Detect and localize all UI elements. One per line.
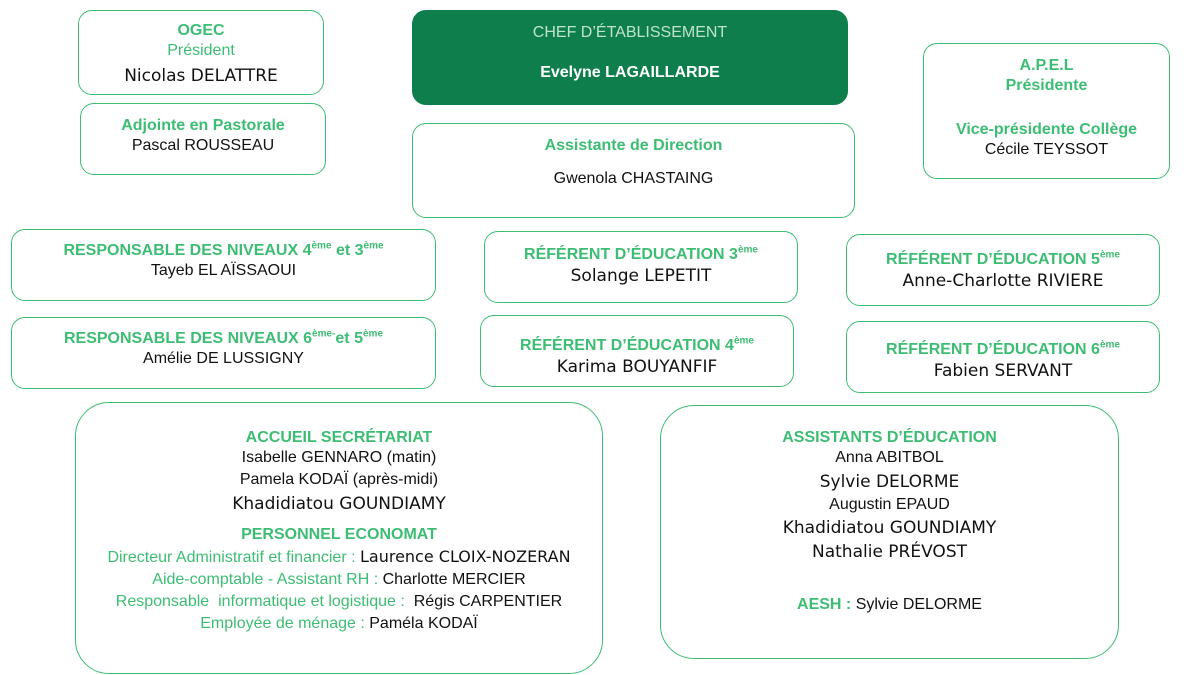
assistante-box: Assistante de Direction Gwenola CHASTAIN… — [412, 123, 855, 218]
ref5-name: Anne-Charlotte RIVIERE — [902, 271, 1104, 291]
apel-role2: Vice-présidente Collège — [955, 121, 1138, 138]
resp43-sup2: ème — [363, 240, 384, 252]
assistants-title: ASSISTANTS D’ÉDUCATION — [782, 429, 997, 446]
ogec-title: OGEC — [177, 22, 225, 39]
resp65-title-mid: et 5 — [335, 330, 363, 347]
accueil-title: ACCUEIL SECRÉTARIAT — [245, 429, 433, 446]
assistants-name-1: Anna ABITBOL — [835, 449, 944, 466]
ref3-sup: ème — [737, 244, 758, 256]
ref4-title-main: RÉFÉRENT D’ÉDUCATION 4 — [520, 337, 734, 354]
pastorale-name: Pascal ROUSSEAU — [131, 137, 275, 154]
resp65-title: RESPONSABLE DES NIVEAUX 6ème-et 5ème — [12, 329, 435, 349]
accueil-name-1: Isabelle GENNARO (matin) — [241, 449, 437, 466]
ref6-title: RÉFÉRENT D’ÉDUCATION 6ème — [847, 340, 1159, 360]
resp65-title-main: RESPONSABLE DES NIVEAUX 6 — [63, 330, 313, 347]
assistants-name-5: Nathalie PRÉVOST — [812, 542, 967, 562]
apel-box: A.P.E.L Présidente Vice-présidente Collè… — [923, 43, 1170, 179]
ref6-sup: ème — [1099, 339, 1120, 351]
resp43-title: RESPONSABLE DES NIVEAUX 4ème et 3ème — [12, 241, 435, 261]
economat-role-2: Aide-comptable - Assistant RH : — [152, 571, 383, 588]
ref5-title: RÉFÉRENT D’ÉDUCATION 5ème — [847, 250, 1159, 270]
economat-name-3: Régis CARPENTIER — [413, 593, 563, 610]
economat-row-4: Employée de ménage : Paméla KODAÏ — [76, 614, 602, 634]
economat-role-4: Employée de ménage : — [200, 615, 370, 632]
pastorale-box: Adjointe en Pastorale Pascal ROUSSEAU — [80, 103, 326, 175]
economat-role-1: Directeur Administratif et financier : — [107, 549, 360, 566]
resp43-name: Tayeb EL AÏSSAOUI — [150, 262, 297, 279]
accueil-box: ACCUEIL SECRÉTARIAT Isabelle GENNARO (ma… — [75, 402, 603, 674]
economat-name-1: Laurence CLOIX-NOZERAN — [359, 547, 571, 566]
assistants-name-4: Khadidiatou GOUNDIAMY — [782, 518, 997, 538]
ref4-name: Karima BOUYANFIF — [556, 357, 718, 377]
resp43-title-mid: et 3 — [331, 242, 364, 259]
accueil-name-2: Pamela KODAÏ (après-midi) — [239, 471, 439, 488]
ref3-title-main: RÉFÉRENT D’ÉDUCATION 3 — [524, 246, 738, 263]
ref4-title: RÉFÉRENT D’ÉDUCATION 4ème — [481, 336, 793, 356]
economat-row-1: Directeur Administratif et financier : L… — [76, 547, 602, 568]
economat-row-3: Responsable informatique et logistique :… — [76, 592, 602, 612]
resp65-sup1: ème- — [312, 328, 336, 340]
assistants-name-3: Augustin EPAUD — [829, 496, 950, 513]
ref4-sup: ème — [733, 335, 754, 347]
ref4-box: RÉFÉRENT D’ÉDUCATION 4ème Karima BOUYANF… — [480, 315, 794, 387]
ref3-box: RÉFÉRENT D’ÉDUCATION 3ème Solange LEPETI… — [484, 231, 798, 303]
chef-name: Evelyne LAGAILLARDE — [540, 64, 720, 81]
economat-name-2: Charlotte MERCIER — [382, 571, 526, 588]
ogec-role: Président — [167, 42, 235, 59]
ref5-sup: ème — [1099, 249, 1120, 261]
assistants-box: ASSISTANTS D’ÉDUCATION Anna ABITBOL Sylv… — [660, 405, 1119, 659]
apel-role: Présidente — [1005, 77, 1088, 94]
resp43-box: RESPONSABLE DES NIVEAUX 4ème et 3ème Tay… — [11, 229, 436, 301]
ref5-title-main: RÉFÉRENT D’ÉDUCATION 5 — [886, 251, 1100, 268]
resp65-sup2: ème — [362, 328, 383, 340]
chef-title: CHEF D’ÉTABLISSEMENT — [532, 24, 728, 41]
aesh-name: Sylvie DELORME — [855, 596, 982, 613]
aesh-row: AESH : Sylvie DELORME — [661, 595, 1118, 615]
apel-name: Cécile TEYSSOT — [984, 141, 1109, 158]
assistante-name: Gwenola CHASTAING — [553, 170, 714, 187]
economat-row-2: Aide-comptable - Assistant RH : Charlott… — [76, 570, 602, 590]
ogec-box: OGEC Président Nicolas DELATTRE — [78, 10, 324, 95]
ref3-name: Solange LEPETIT — [570, 266, 712, 286]
ref3-title: RÉFÉRENT D’ÉDUCATION 3ème — [485, 245, 797, 265]
economat-role-3: Responsable informatique et logistique : — [115, 593, 414, 610]
apel-title: A.P.E.L — [1019, 57, 1074, 74]
ref6-title-main: RÉFÉRENT D’ÉDUCATION 6 — [886, 341, 1100, 358]
resp43-title-main: RESPONSABLE DES NIVEAUX 4 — [63, 242, 312, 259]
chef-box: CHEF D’ÉTABLISSEMENT Evelyne LAGAILLARDE — [412, 10, 848, 105]
ref6-box: RÉFÉRENT D’ÉDUCATION 6ème Fabien SERVANT — [846, 321, 1160, 393]
assistants-name-2: Sylvie DELORME — [819, 472, 960, 492]
resp65-name: Amélie DE LUSSIGNY — [143, 350, 304, 367]
resp65-box: RESPONSABLE DES NIVEAUX 6ème-et 5ème Amé… — [11, 317, 436, 389]
ref5-box: RÉFÉRENT D’ÉDUCATION 5ème Anne-Charlotte… — [846, 234, 1160, 306]
ogec-name: Nicolas DELATTRE — [124, 66, 278, 86]
aesh-label: AESH : — [797, 596, 856, 613]
assistante-title: Assistante de Direction — [544, 137, 723, 154]
pastorale-title: Adjointe en Pastorale — [121, 117, 285, 134]
resp43-sup1: ème — [311, 240, 332, 252]
ref6-name: Fabien SERVANT — [933, 361, 1073, 381]
accueil-name-3: Khadidiatou GOUNDIAMY — [232, 494, 446, 514]
economat-name-4: Paméla KODAÏ — [369, 615, 478, 632]
economat-title: PERSONNEL ECONOMAT — [241, 526, 437, 543]
